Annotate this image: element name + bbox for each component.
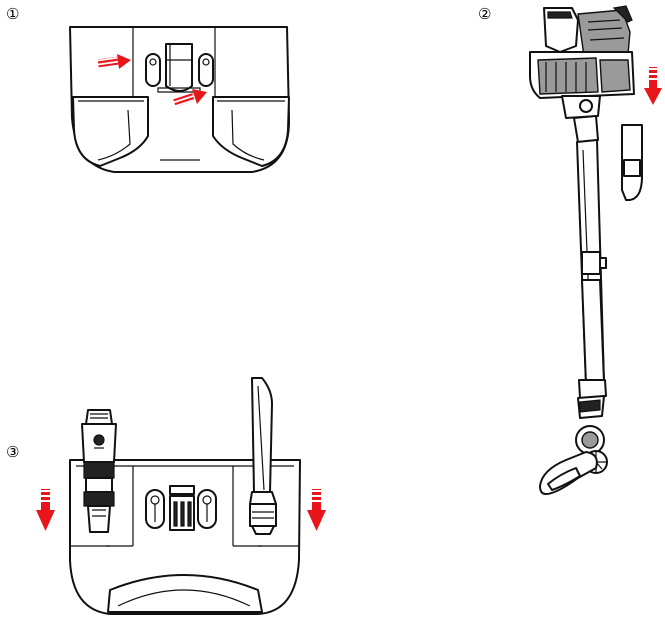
step-2-label: ② xyxy=(478,5,491,23)
step-3-crevice-tool xyxy=(250,378,276,534)
step-3-label: ③ xyxy=(6,443,19,461)
arrow-down-left-icon xyxy=(36,489,55,531)
step-2-bracket-side xyxy=(622,125,642,200)
arrow-down-right-icon xyxy=(307,489,326,531)
step-2-vacuum-cleaner xyxy=(530,6,634,494)
arrow-down-icon xyxy=(644,67,662,105)
step-1-label: ① xyxy=(6,5,19,23)
